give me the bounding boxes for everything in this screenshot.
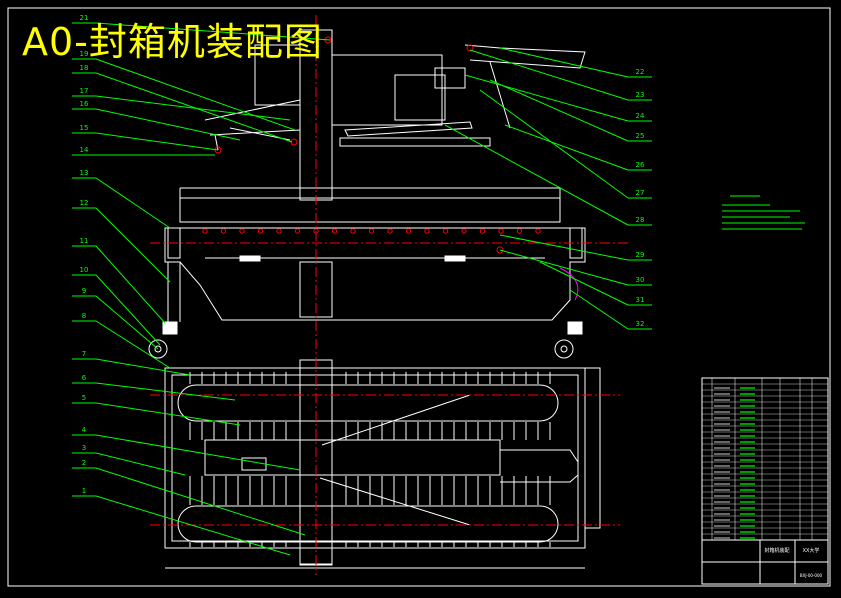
- parts-list: [701, 377, 829, 541]
- plan-view: [164, 359, 601, 569]
- balloon-label: 4: [82, 426, 87, 434]
- technical-notes: [722, 195, 805, 230]
- leader-lines: [72, 22, 652, 556]
- balloon-label: 13: [80, 169, 89, 177]
- roller: [202, 228, 208, 234]
- conveyor-rollers: [202, 228, 541, 234]
- balloon-label: 24: [636, 112, 645, 120]
- plan-slats: [189, 372, 551, 547]
- roller: [350, 228, 356, 234]
- conveyor-housing: [164, 227, 586, 321]
- roller: [276, 228, 282, 234]
- balloon-label: 19: [80, 50, 89, 58]
- fasteners: [214, 36, 504, 254]
- title-block-drawing-no: BXJ-00-000: [800, 573, 823, 578]
- title-block-part-name: 封箱机装配: [764, 547, 789, 554]
- balloon-label: 22: [636, 68, 645, 76]
- roller: [498, 228, 504, 234]
- roller: [368, 228, 375, 234]
- title-block: [701, 539, 829, 585]
- belt-loop-lower: [177, 505, 559, 543]
- balloon-label: 23: [636, 91, 645, 99]
- balloon-label: 25: [636, 132, 645, 140]
- folding-rod-lower: [319, 477, 471, 526]
- balloon-label: 8: [82, 312, 86, 320]
- balloon-label: 32: [636, 320, 645, 328]
- left-caster-wheel: [148, 339, 168, 359]
- folding-rod-upper: [321, 394, 471, 446]
- balloon-label: 26: [636, 161, 645, 169]
- left-foot: [162, 321, 178, 335]
- press-arm: [464, 44, 586, 69]
- balloon-label: 16: [80, 100, 89, 108]
- balloon-label: 5: [82, 394, 86, 402]
- balloon-label: 14: [80, 146, 89, 154]
- balloon-label: 27: [636, 189, 645, 197]
- roller: [442, 228, 449, 234]
- balloon-label: 3: [82, 444, 86, 452]
- balloon-label: 12: [80, 199, 89, 207]
- roller: [424, 228, 430, 234]
- roller: [405, 228, 412, 234]
- balloon-label: 7: [82, 350, 86, 358]
- balloon-label: 1: [82, 487, 86, 495]
- title-block-school: XX大学: [803, 547, 820, 554]
- guide-plate: [344, 121, 473, 137]
- roller: [239, 228, 245, 234]
- tape-head-body: [331, 54, 443, 126]
- balloon-label: 30: [636, 276, 645, 284]
- balloon-label: 2: [82, 459, 86, 467]
- drawing-border: [7, 7, 831, 587]
- flap-guide: [204, 439, 501, 476]
- drawing-title: A0-封箱机装配图: [22, 20, 323, 64]
- cylinder-mount: [434, 67, 466, 89]
- balloon-labels-right: 22 23 24 25 26 27 28 29 30 31 32: [636, 68, 645, 328]
- right-caster-wheel: [554, 339, 574, 359]
- frame-top-beam: [179, 197, 561, 223]
- tape-head-block: [394, 74, 446, 121]
- balloon-label: 31: [636, 296, 645, 304]
- belt-loop-upper: [177, 384, 559, 422]
- balloon-label: 6: [82, 374, 87, 382]
- right-foot: [567, 321, 583, 335]
- roller: [387, 228, 393, 234]
- balloon-label: 28: [636, 216, 645, 224]
- front-elevation-view: [148, 29, 586, 359]
- roller: [479, 228, 486, 234]
- roller: [331, 228, 338, 234]
- roller: [516, 228, 523, 234]
- balloon-label: 11: [80, 237, 89, 245]
- roller: [257, 228, 264, 234]
- balloon-label: 21: [80, 14, 89, 22]
- plan-column: [299, 359, 333, 566]
- press-rod: [489, 61, 511, 129]
- balloon-label: 9: [82, 287, 86, 295]
- roller: [294, 228, 301, 234]
- balloon-label: 18: [80, 64, 89, 72]
- balloon-label: 29: [636, 251, 645, 259]
- balloon-label: 15: [80, 124, 89, 132]
- roller: [220, 228, 227, 234]
- balloon-label: 10: [80, 266, 89, 274]
- accent-curve: [559, 267, 579, 301]
- roller: [461, 228, 467, 234]
- balloon-label: 17: [80, 87, 89, 95]
- roller: [535, 228, 541, 234]
- centerlines: [150, 15, 630, 575]
